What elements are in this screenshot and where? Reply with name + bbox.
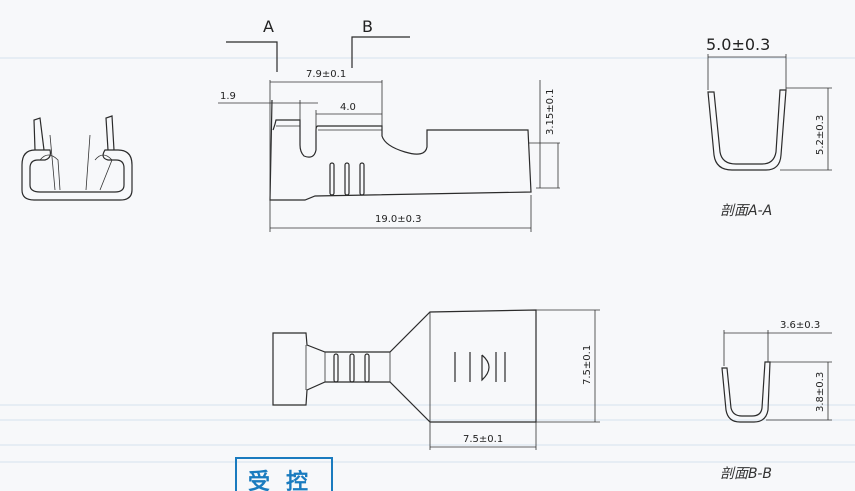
dim-4-0: 4.0 bbox=[340, 102, 356, 113]
section-b-width: 3.6±0.3 bbox=[780, 320, 820, 331]
side-view: A B 7.9±0.1 1.9 4.0 19.0±0.3 3.15±0.1 bbox=[218, 17, 560, 232]
svg-text:受控: 受控 bbox=[248, 469, 324, 491]
top-view-height: 7.5±0.1 bbox=[582, 345, 593, 385]
section-b-height: 3.8±0.3 bbox=[815, 372, 826, 412]
dim-19-0: 19.0±0.3 bbox=[375, 214, 422, 225]
section-b-b: 3.6±0.3 3.8±0.3 剖面B-B bbox=[720, 320, 832, 482]
section-b-marker: B bbox=[362, 17, 373, 36]
section-b-label: 剖面B-B bbox=[720, 466, 772, 482]
dim-1-9: 1.9 bbox=[220, 91, 236, 102]
section-a-label: 剖面A-A bbox=[720, 203, 772, 219]
section-a-width: 5.0±0.3 bbox=[706, 35, 770, 54]
dim-3-15: 3.15±0.1 bbox=[545, 88, 556, 135]
section-a-marker: A bbox=[263, 17, 274, 36]
control-stamp: 受控 bbox=[235, 457, 333, 491]
dim-7-9: 7.9±0.1 bbox=[306, 69, 346, 80]
section-a-height: 5.2±0.3 bbox=[815, 115, 826, 155]
isometric-view bbox=[21, 115, 133, 201]
top-view-width: 7.5±0.1 bbox=[463, 434, 503, 445]
section-a-a: 5.0±0.3 5.2±0.3 剖面A-A bbox=[706, 35, 832, 219]
top-view: 7.5±0.1 7.5±0.1 bbox=[272, 309, 600, 450]
paper-lines bbox=[0, 57, 855, 463]
